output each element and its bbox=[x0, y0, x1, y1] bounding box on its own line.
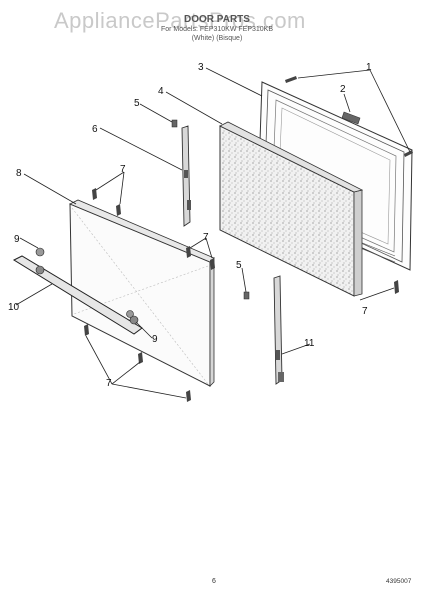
callout-7-upper-right: 7 bbox=[203, 232, 209, 243]
callout-7-upper-left: 7 bbox=[120, 164, 126, 175]
callout-7-right: 7 bbox=[362, 306, 368, 317]
diagram-title: DOOR PARTS bbox=[184, 14, 250, 25]
right-hinge-channel bbox=[273, 275, 284, 385]
door-insulation bbox=[219, 121, 364, 297]
callout-7-bottom: 7 bbox=[106, 378, 112, 389]
part-number: 4395007 bbox=[386, 578, 412, 585]
watermark: AppliancePartsPros.com bbox=[54, 8, 306, 33]
callout-4: 4 bbox=[158, 86, 164, 97]
callout-6: 6 bbox=[92, 124, 98, 135]
outer-door-panel bbox=[69, 199, 215, 387]
model-numbers: For Models: FEP310KW FEP310KB bbox=[160, 26, 274, 33]
liner-screws bbox=[285, 76, 413, 157]
callout-11: 11 bbox=[304, 338, 315, 349]
callout-10: 10 bbox=[8, 302, 20, 313]
hinge-clips bbox=[171, 119, 250, 300]
leader-lines bbox=[15, 67, 411, 399]
page-number: 6 bbox=[212, 578, 216, 585]
callout-9-left: 9 bbox=[14, 234, 20, 245]
callout-5-right: 5 bbox=[236, 260, 242, 271]
door-label-plate bbox=[341, 111, 361, 125]
left-hinge-channel bbox=[181, 125, 191, 227]
callout-8: 8 bbox=[16, 168, 22, 179]
callout-9-bottom: 9 bbox=[152, 334, 158, 345]
callout-1: 1 bbox=[366, 62, 372, 73]
callout-numbers: 1 2 3 4 5 6 7 8 7 5 9 10 7 11 9 7 bbox=[8, 62, 372, 389]
color-variants: (White) (Bisque) bbox=[191, 35, 243, 42]
door-screws bbox=[84, 188, 399, 402]
handle-end-caps bbox=[35, 247, 134, 318]
callout-3: 3 bbox=[198, 62, 204, 73]
callout-5-left: 5 bbox=[134, 98, 140, 109]
callout-2: 2 bbox=[340, 84, 346, 95]
